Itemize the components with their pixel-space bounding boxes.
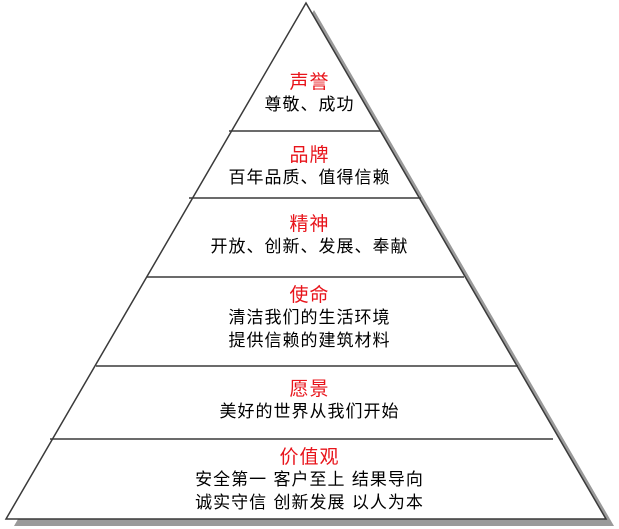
tier-description: 清洁我们的生活环境 — [228, 308, 391, 328]
tier-reputation: 声誉 尊敬、成功 — [0, 70, 619, 117]
tier-description: 美好的世界从我们开始 — [219, 402, 400, 422]
tier-title: 使命 — [289, 284, 330, 306]
tier-values: 价值观 安全第一 客户至上 结果导向 诚实守信 创新发展 以人为本 — [0, 445, 619, 515]
tier-description: 安全第一 客户至上 结果导向 — [195, 470, 424, 490]
tier-title: 愿景 — [289, 378, 330, 400]
tier-description: 开放、创新、发展、奉献 — [210, 237, 409, 257]
pyramid-outline — [4, 1, 608, 520]
tier-title: 品牌 — [289, 144, 330, 166]
tier-description: 提供信赖的建筑材料 — [228, 331, 391, 351]
tier-description: 百年品质、值得信赖 — [228, 168, 391, 188]
tier-description: 尊敬、成功 — [264, 95, 355, 115]
tier-vision: 愿景 美好的世界从我们开始 — [0, 377, 619, 424]
tier-title: 声誉 — [289, 71, 330, 93]
tier-description: 诚实守信 创新发展 以人为本 — [195, 493, 424, 513]
tier-title: 价值观 — [279, 446, 340, 468]
tier-spirit: 精神 开放、创新、发展、奉献 — [0, 212, 619, 259]
tier-mission: 使命 清洁我们的生活环境 提供信赖的建筑材料 — [0, 283, 619, 353]
tier-brand: 品牌 百年品质、值得信赖 — [0, 143, 619, 190]
tier-title: 精神 — [289, 213, 330, 235]
